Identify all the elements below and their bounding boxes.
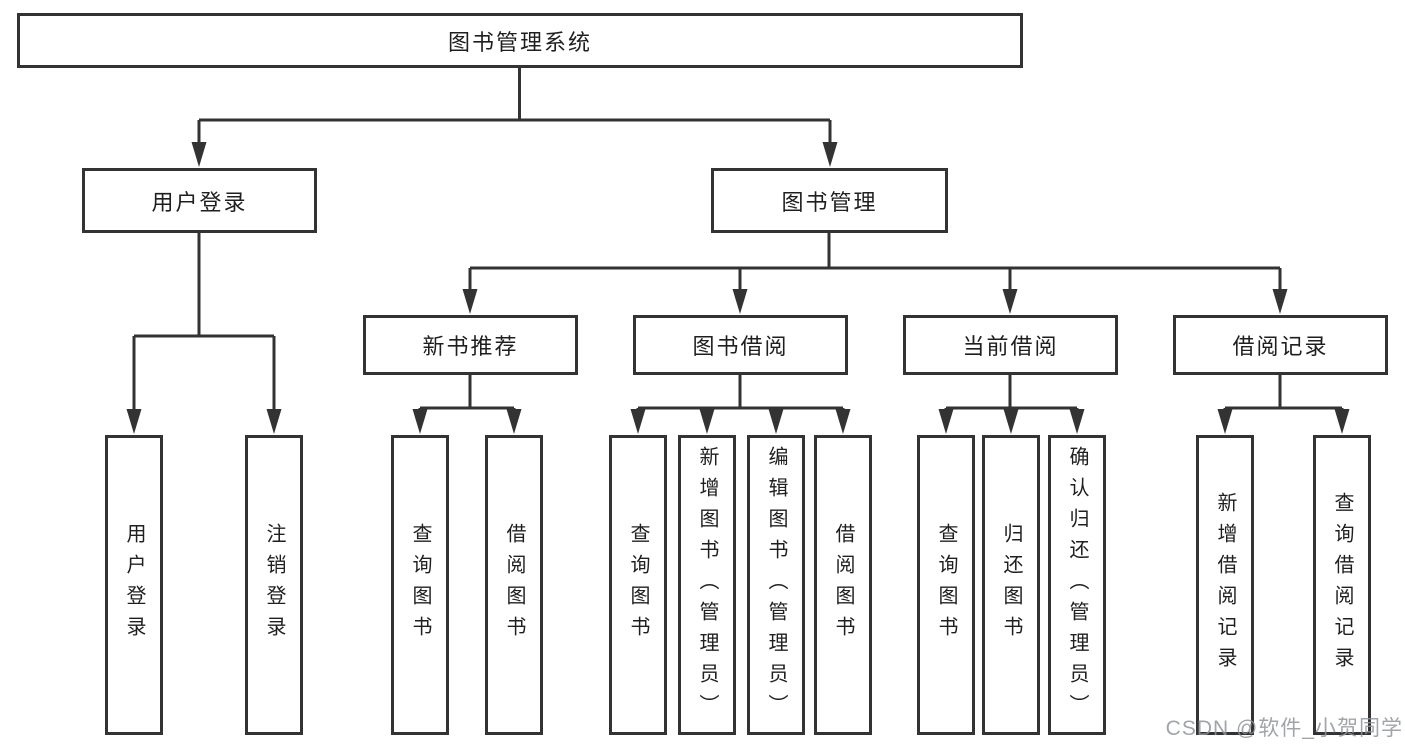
- node-library-system: 图书管理系统: [17, 13, 1023, 68]
- leaf-query-books-recommend: 查询图书: [391, 435, 449, 735]
- leaf-borrow-books-recommend: 借阅图书: [485, 435, 543, 735]
- csdn-watermark: CSDN @软件_小贺同学: [1165, 717, 1403, 740]
- leaf-edit-books-admin: 编辑图书（管理员）: [747, 435, 805, 735]
- leaf-borrow-books-borrow: 借阅图书: [814, 435, 872, 735]
- leaf-confirm-return-admin: 确认归还（管理员）: [1048, 435, 1106, 735]
- leaf-user-login: 用户登录: [105, 435, 163, 735]
- leaf-add-borrow-record: 新增借阅记录: [1196, 435, 1254, 735]
- node-new-book-recommend: 新书推荐: [363, 315, 578, 375]
- node-user-login: 用户登录: [82, 168, 317, 233]
- leaf-query-borrow-record: 查询借阅记录: [1313, 435, 1371, 735]
- leaf-add-books-admin: 新增图书（管理员）: [678, 435, 736, 735]
- node-book-management: 图书管理: [711, 168, 948, 233]
- leaf-query-books-current: 查询图书: [917, 435, 975, 735]
- leaf-return-books: 归还图书: [982, 435, 1040, 735]
- node-book-borrow: 图书借阅: [633, 315, 848, 375]
- leaf-query-books-borrow: 查询图书: [609, 435, 667, 735]
- node-current-borrow: 当前借阅: [903, 315, 1118, 375]
- node-borrow-records: 借阅记录: [1173, 315, 1388, 375]
- leaf-logout: 注销登录: [245, 435, 303, 735]
